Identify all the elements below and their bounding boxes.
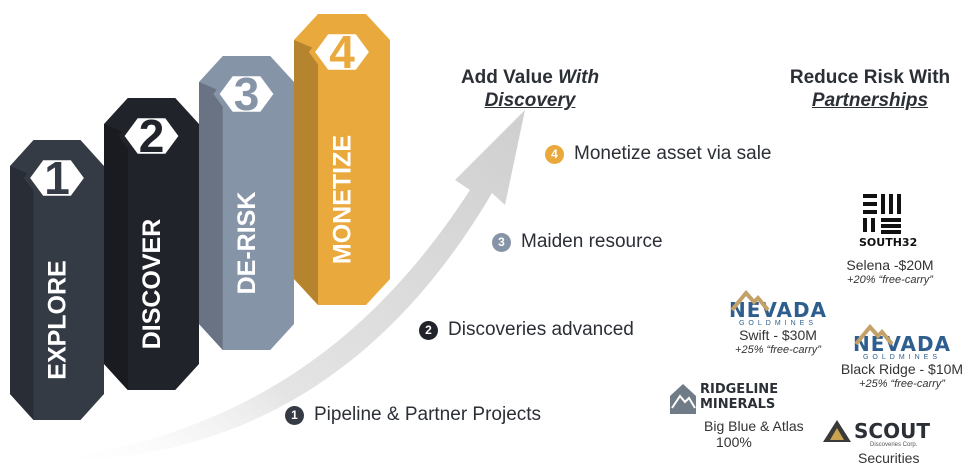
pillar-side-shade <box>294 40 318 305</box>
step-4: 4 Monetize asset via sale <box>545 143 772 165</box>
nevada-wordmark: NEVADA <box>728 298 828 322</box>
step-number-badge: 4 <box>545 144 564 164</box>
goldmines-wordmark: GOLDMINES <box>862 354 941 361</box>
black-ridge-project: Black Ridge - $10M <box>840 361 964 377</box>
pillar-number-hexagon <box>118 113 185 159</box>
partner-nevada-swift: NEVADA GOLDMINES Swift - $30M +25% “free… <box>722 290 834 357</box>
south32-logo-icon <box>863 194 901 234</box>
scout-subtitle: Discoveries Corp. <box>870 442 918 448</box>
add-value-heading: Add Value With Discovery <box>460 67 600 111</box>
pillar-side-shade <box>104 124 128 390</box>
pillar-side-shade <box>199 82 223 350</box>
pillar-de-risk: 3DE-RISK <box>199 56 294 350</box>
pillar-label: DE-RISK <box>233 192 261 295</box>
pillar-label: DISCOVER <box>138 219 166 350</box>
step-text: Maiden resource <box>521 231 663 252</box>
black-ridge-carry: +25% “free-carry” <box>859 378 945 390</box>
scout-wordmark: SCOUT <box>854 419 930 443</box>
step-number-badge: 2 <box>419 320 438 340</box>
big-blue-project: Big Blue & Atlas <box>704 418 804 434</box>
ridgeline-percent: 100% <box>716 434 752 450</box>
nevada-wordmark: NEVADA <box>852 332 952 356</box>
south32-wordmark: SOUTH32 <box>859 236 918 249</box>
swift-project: Swift - $30M <box>739 327 817 343</box>
goldmines-wordmark: GOLDMINES <box>738 320 817 327</box>
pillar-side-shade <box>10 166 34 420</box>
pillar-number: 3 <box>234 68 260 120</box>
step-text: Pipeline & Partner Projects <box>314 404 542 425</box>
step-3: 3 Maiden resource <box>492 231 663 253</box>
step-2: 2 Discoveries advanced <box>419 319 634 341</box>
step-text: Monetize asset via sale <box>574 143 772 164</box>
ridgeline-wordmark-line1: RIDGELINE <box>700 382 779 397</box>
pillar-number: 1 <box>44 152 70 204</box>
selena-project: Selena -$20M <box>846 257 934 273</box>
selena-carry: +20% “free-carry” <box>847 274 933 286</box>
swift-carry: +25% “free-carry” <box>735 344 821 356</box>
scout-triangle-icon <box>823 420 851 442</box>
nevada-mountain-icon <box>730 290 770 312</box>
step-number-badge: 3 <box>492 232 511 252</box>
partner-nevada-black-ridge: NEVADA GOLDMINES Black Ridge - $10M +25%… <box>840 324 964 391</box>
pillar-number-hexagon <box>213 71 280 117</box>
pillar-label: EXPLORE <box>44 260 72 379</box>
ridgeline-mountain-icon <box>670 384 696 414</box>
pillar-label: MONETIZE <box>329 135 357 264</box>
partner-south32: SOUTH32 Selena -$20M +20% “free-carry” <box>835 192 945 287</box>
step-1: 1 Pipeline & Partner Projects <box>285 404 541 426</box>
pillar-number-hexagon <box>23 155 91 201</box>
reduce-risk-heading: Reduce Risk With Partnerships <box>789 67 951 111</box>
ridgeline-wordmark-line2: MINERALS <box>700 397 776 412</box>
pillar-number: 2 <box>139 110 165 162</box>
pillar-number: 4 <box>329 26 355 78</box>
scout-securities: Securities <box>858 450 920 466</box>
pillar-number-hexagon <box>308 29 376 75</box>
step-number-badge: 1 <box>285 405 304 425</box>
step-text: Discoveries advanced <box>448 319 634 340</box>
nevada-mountain-icon <box>854 324 894 346</box>
